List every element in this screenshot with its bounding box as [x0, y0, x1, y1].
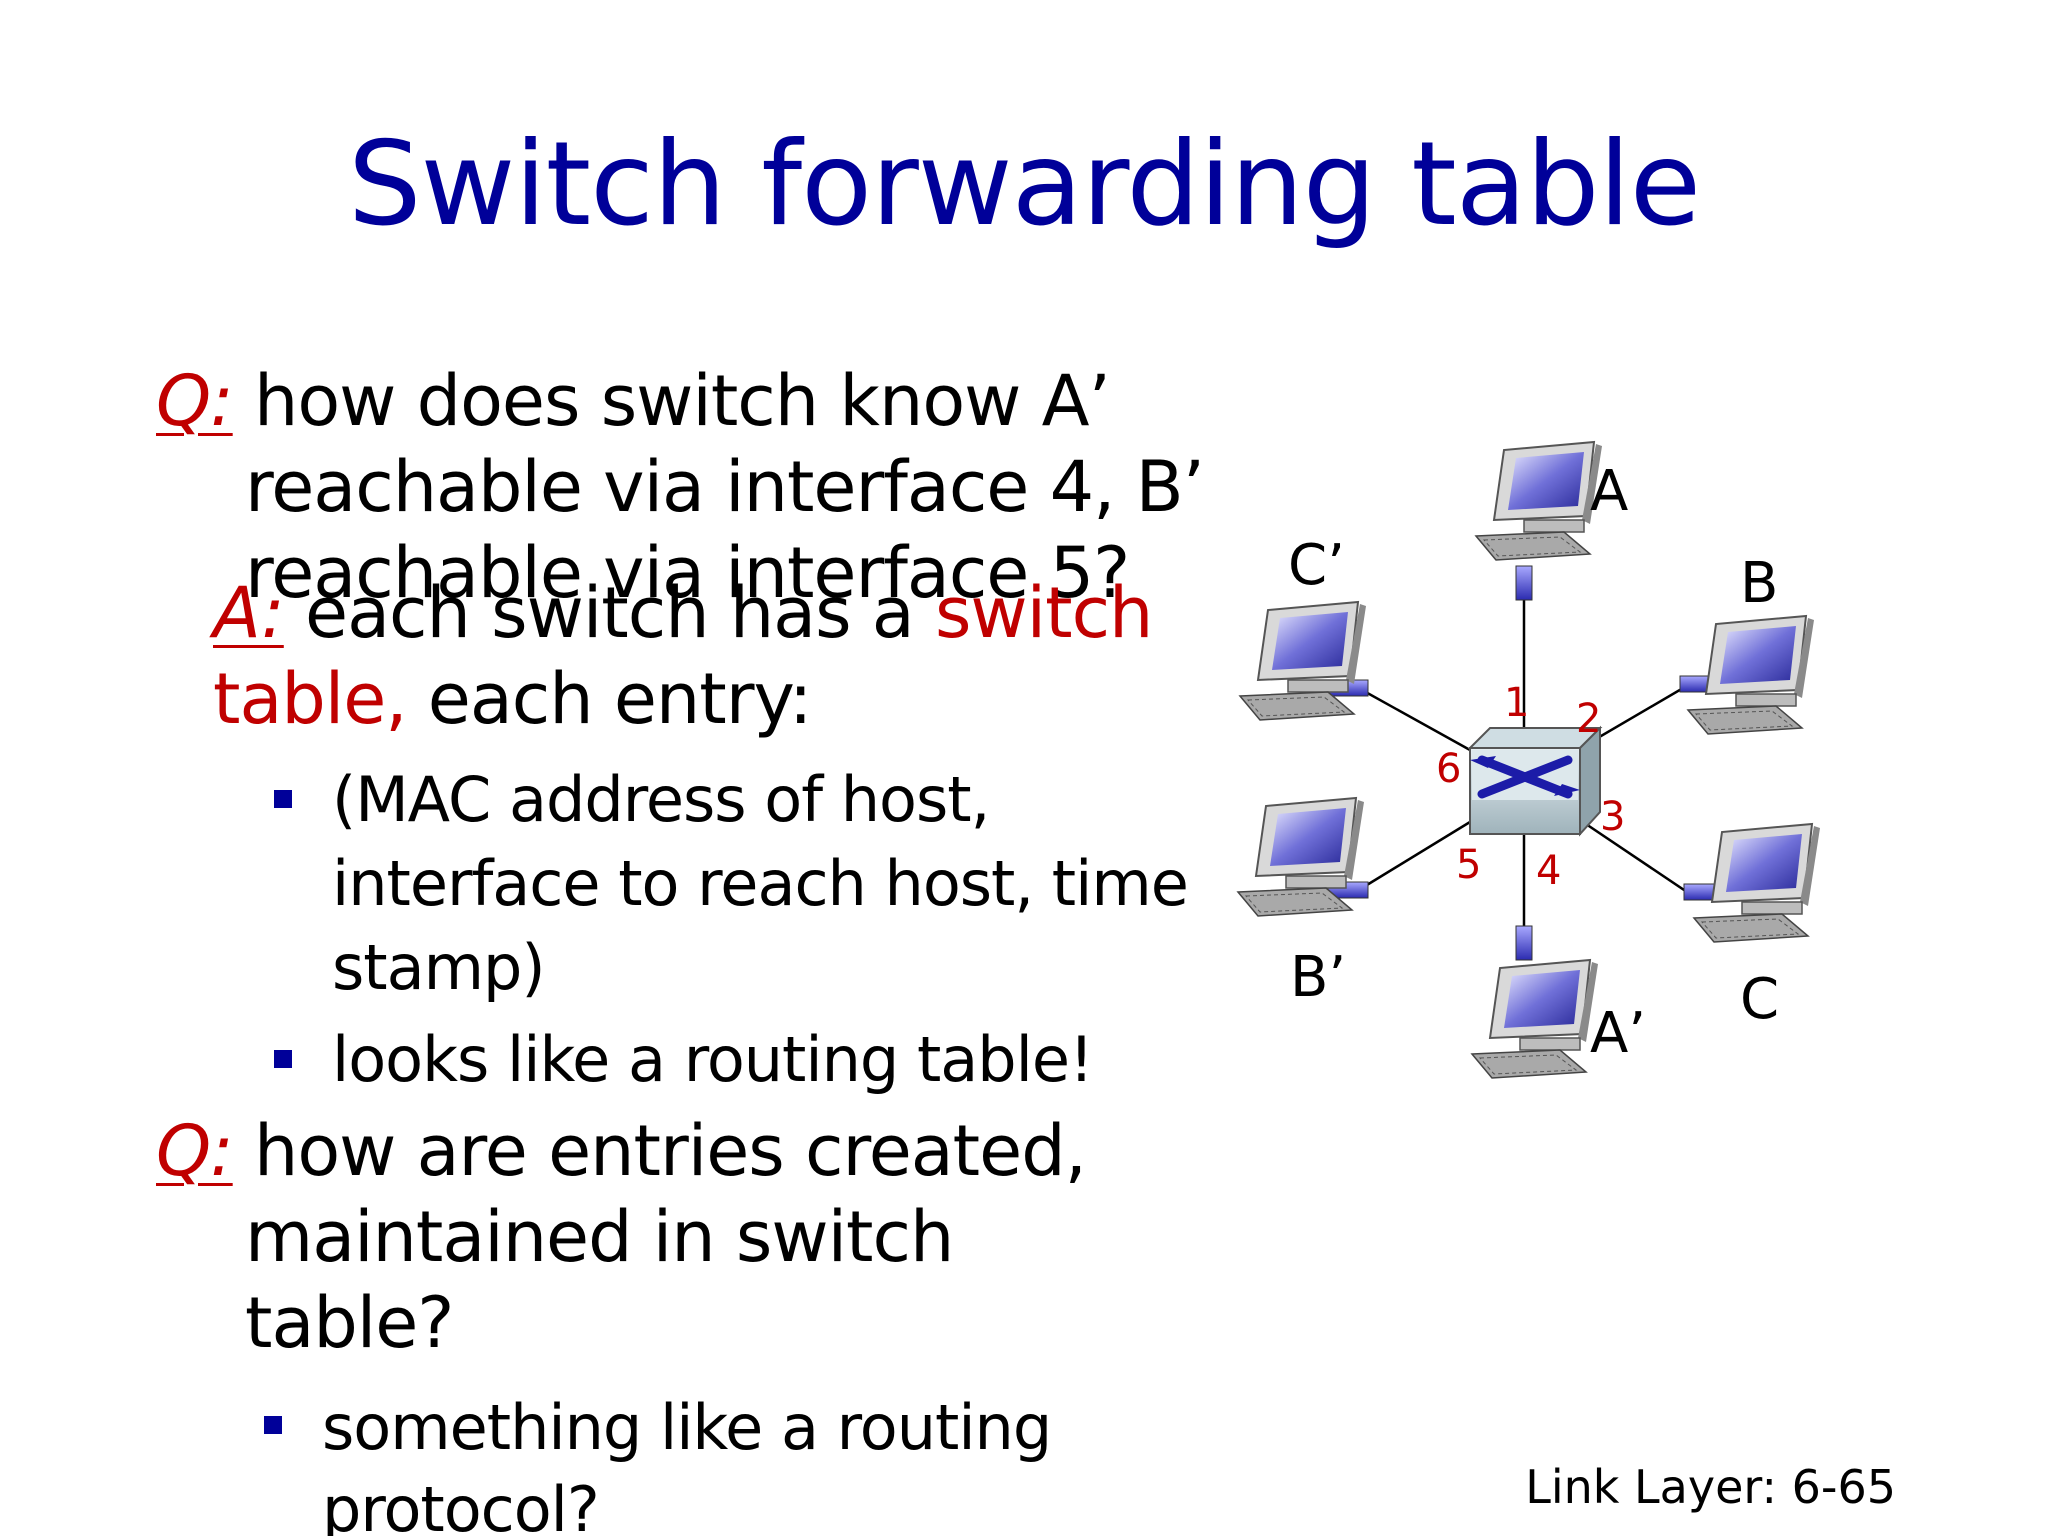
- question-2: Q: how are entries created,: [156, 1108, 1087, 1194]
- q1-marker: Q:: [156, 360, 234, 442]
- switch-icon: [1467, 725, 1603, 837]
- slide-title: Switch forwarding table: [347, 117, 1701, 252]
- link-C: [1579, 818, 1691, 896]
- bullet-marker: [264, 1416, 282, 1434]
- port-label-2: 2: [1576, 696, 1601, 742]
- link-B-prime: [1361, 820, 1471, 890]
- q2-marker: Q:: [156, 1110, 234, 1192]
- bullet-2-line-1: looks like a routing table!: [332, 1023, 1094, 1096]
- bullet-marker: [274, 1050, 292, 1068]
- question-1: Q: how does switch know A’: [156, 358, 1111, 444]
- bullet-1-line-3: stamp): [332, 931, 546, 1004]
- q1-line-1: how does switch know A’: [253, 360, 1111, 442]
- host-label-A-prime: A’: [1590, 1001, 1646, 1066]
- bullet-1-line-1: (MAC address of host,: [332, 763, 990, 836]
- computer-icon-C-prime: [1239, 601, 1367, 721]
- answer-1-line-2: table, each entry:: [213, 656, 813, 742]
- port-label-1: 1: [1504, 680, 1529, 726]
- a1-highlight-2: table,: [213, 658, 408, 740]
- host-label-B-prime: B’: [1290, 945, 1346, 1010]
- q2-line-2: maintained in switch: [245, 1196, 954, 1278]
- bullet-marker: [274, 790, 292, 808]
- host-label-C: C: [1740, 967, 1779, 1032]
- host-label-B: B: [1740, 551, 1778, 616]
- bullet-1-line-2: interface to reach host, time: [332, 847, 1189, 920]
- a1-text-after: each entry:: [406, 658, 813, 740]
- a1-marker: A:: [213, 572, 285, 654]
- computer-icon-A: [1475, 441, 1603, 561]
- q2-line-3: table?: [245, 1282, 454, 1364]
- computer-icon-C: [1693, 823, 1821, 943]
- port-label-3: 3: [1600, 794, 1625, 840]
- a1-text-before: each switch has a: [283, 572, 935, 654]
- port-label-6: 6: [1436, 746, 1461, 792]
- host-label-C-prime: C’: [1288, 533, 1345, 598]
- port-label-5: 5: [1456, 842, 1481, 888]
- a1-highlight: switch: [934, 572, 1153, 654]
- answer-1: A: each switch has a switch: [213, 570, 1153, 656]
- computer-icon-A-prime: [1471, 959, 1599, 1079]
- host-label-A: A: [1590, 459, 1628, 524]
- q2-line-1: how are entries created,: [253, 1110, 1087, 1192]
- link-C-prime: [1361, 688, 1471, 752]
- slide-footer: Link Layer: 6-65: [1525, 1460, 1896, 1514]
- bullet-3-line-1: something like a routing: [322, 1391, 1052, 1464]
- connector-A: [1515, 565, 1533, 601]
- q1-line-2: reachable via interface 4, B’: [245, 446, 1205, 528]
- bullet-3-line-2: protocol?: [322, 1473, 600, 1536]
- q1-line-3: reachable via interface 5?: [245, 532, 1130, 614]
- computer-icon-B: [1687, 615, 1815, 735]
- port-label-4: 4: [1536, 848, 1561, 894]
- connector-A-prime: [1515, 925, 1533, 961]
